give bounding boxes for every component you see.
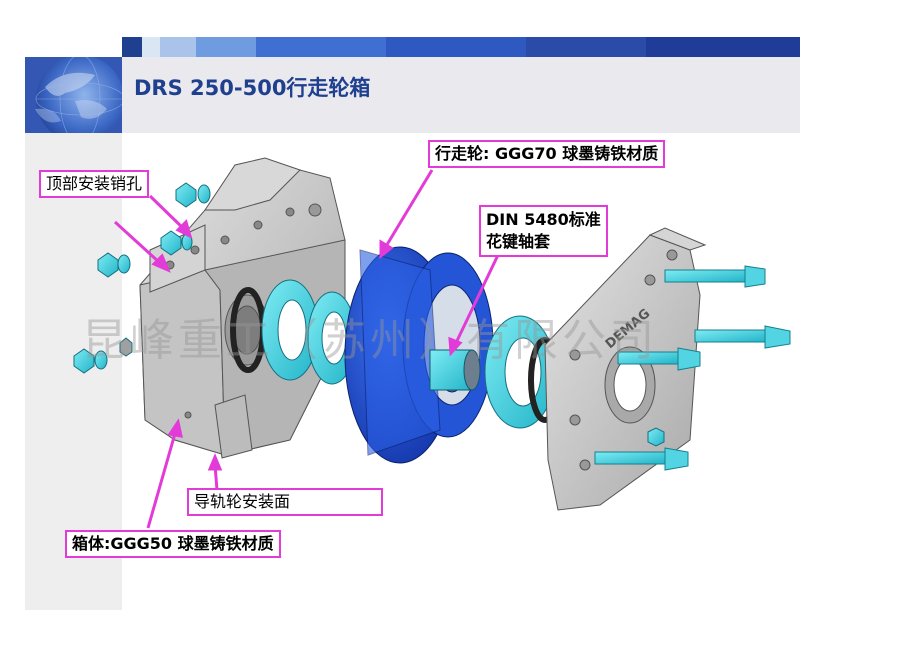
callout-spline-sleeve-line1: DIN 5480标准 [486,210,601,229]
bearing-ring-left-1 [261,279,319,381]
globe-logo-icon [25,57,122,133]
callout-wheel-material: 行走轮: GGG70 球墨铸铁材质 [428,140,666,168]
bearing-ring-left-2 [307,291,357,385]
callout-spline-sleeve: DIN 5480标准 花键轴套 [479,205,608,257]
spline-sleeve [429,349,481,391]
header-color-strip [122,37,800,57]
callout-guide-rail-face: 导轨轮安装面 [187,488,383,516]
callout-arrows [113,169,500,529]
slide-title: DRS 250-500行走轮箱 [134,76,371,100]
callout-spline-sleeve-line2: 花键轴套 [486,232,551,251]
long-bolts [594,265,791,471]
company-watermark: 昆峰重工（苏州）有限公司 [82,315,658,366]
callout-housing-material: 箱体:GGG50 球墨铸铁材质 [65,530,281,558]
header-band [122,57,800,133]
nuts-and-washers [73,182,665,447]
callout-top-pin-holes: 顶部安装销孔 [39,170,150,198]
